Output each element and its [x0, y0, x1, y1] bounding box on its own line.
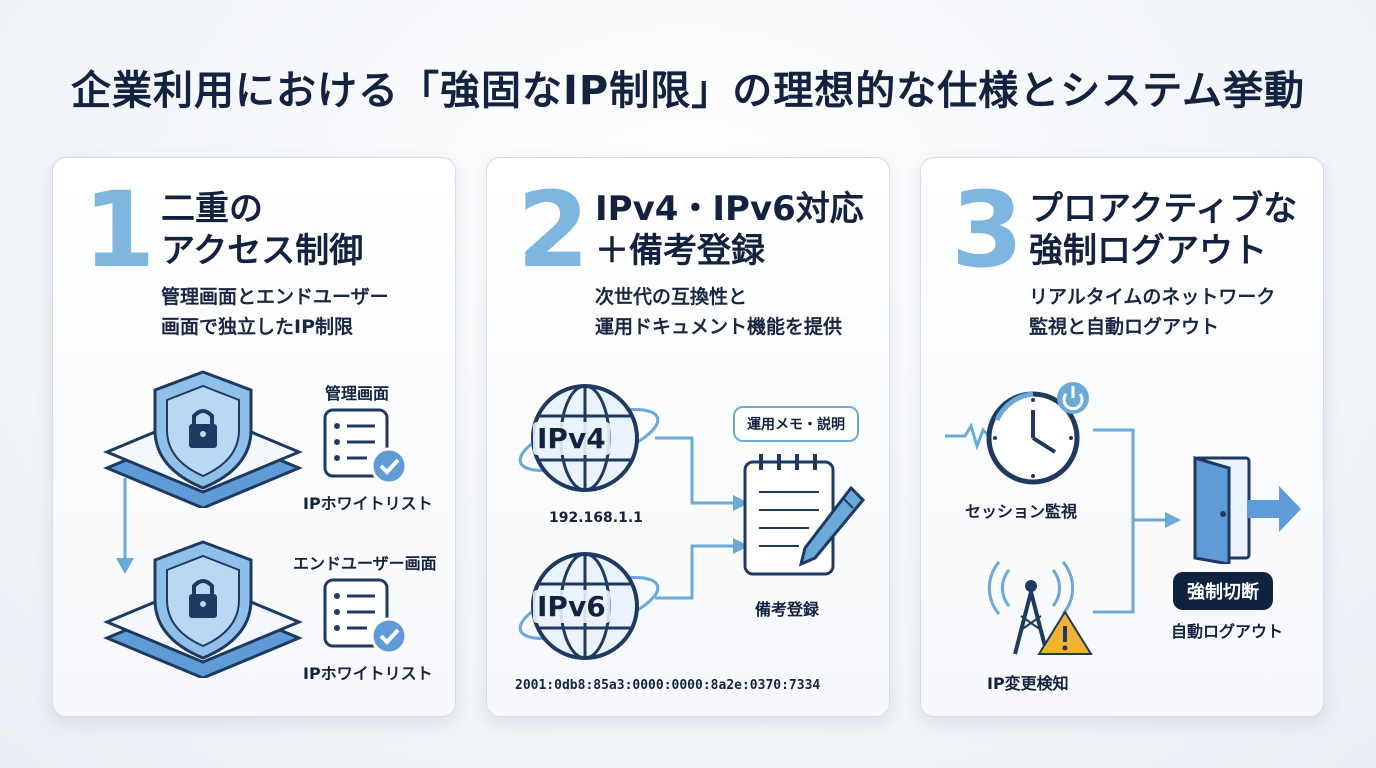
card-description: 次世代の互換性と 運用ドキュメント機能を提供 [595, 282, 842, 342]
card-number: 1 [83, 169, 156, 291]
card-title-line: アクセス制御 [161, 231, 364, 271]
card-desc-line: 監視と自動ログアウト [1029, 316, 1220, 338]
ipv4-label: IPv4 [533, 422, 610, 455]
down-arrow-icon [113, 478, 137, 578]
card-desc-line: 次世代の互換性と [595, 286, 748, 308]
card-title: IPv4・IPv6対応 ＋備考登録 [595, 188, 864, 272]
door-exit-icon [1185, 454, 1305, 564]
clock-power-icon [943, 380, 1103, 490]
ip-change-label: IP変更検知 [987, 674, 1069, 693]
memo-callout: 運用メモ・説明 [733, 406, 859, 442]
enduser-screen-label: エンドユーザー画面 [293, 554, 437, 573]
whitelist-label: IPホワイトリスト [303, 664, 433, 683]
ipv6-address: 2001:0db8:85a3:0000:0000:8a2e:0370:7334 [515, 678, 821, 693]
connector-arrows-icon [487, 158, 889, 716]
card-proactive-force-logout: 3 プロアクティブな 強制ログアウト リアルタイムのネットワーク 監視と自動ログ… [920, 157, 1324, 717]
card-desc-line: 画面で独立したIP制限 [161, 316, 353, 338]
card-description: 管理画面とエンドユーザー 画面で独立したIP制限 [161, 282, 389, 342]
whitelist-check-icon [321, 406, 411, 486]
shield-lock-layers-icon [103, 368, 303, 508]
card-title-line: プロアクティブな [1029, 189, 1298, 229]
card-title-line: 二重の [161, 189, 263, 229]
whitelist-label: IPホワイトリスト [303, 494, 433, 513]
card-title: プロアクティブな 強制ログアウト [1029, 188, 1297, 272]
card-number: 2 [517, 169, 590, 291]
card-title: 二重の アクセス制御 [161, 188, 363, 272]
card-title-line: 強制ログアウト [1029, 231, 1267, 271]
card-desc-line: 運用ドキュメント機能を提供 [595, 316, 843, 338]
card-number: 3 [951, 169, 1024, 291]
antenna-warning-icon [987, 550, 1097, 660]
admin-screen-label: 管理画面 [325, 384, 390, 403]
force-disconnect-badge: 強制切断 [1173, 572, 1273, 610]
card-title-line: ＋備考登録 [595, 231, 765, 271]
page-title: 企業利用における「強固なIP制限」の理想的な仕様とシステム挙動 [71, 68, 1305, 114]
card-description: リアルタイムのネットワーク 監視と自動ログアウト [1029, 282, 1275, 342]
card-title-line: IPv4・IPv6対応 [595, 189, 864, 229]
auto-logout-label: 自動ログアウト [1171, 622, 1284, 641]
notes-label: 備考登録 [755, 600, 820, 619]
whitelist-check-icon [321, 576, 411, 656]
ipv6-label: IPv6 [533, 590, 610, 623]
ipv4-address: 192.168.1.1 [549, 510, 643, 526]
card-desc-line: リアルタイムのネットワーク [1029, 286, 1276, 308]
session-monitor-label: セッション監視 [965, 502, 1078, 521]
notepad-pen-icon [739, 448, 869, 588]
card-desc-line: 管理画面とエンドユーザー [161, 286, 389, 308]
shield-lock-layers-icon [103, 538, 303, 678]
card-dual-access-control: 1 二重の アクセス制御 管理画面とエンドユーザー 画面で独立したIP制限 [52, 157, 456, 717]
card-ipv4-ipv6-notes: 2 IPv4・IPv6対応 ＋備考登録 次世代の互換性と 運用ドキュメント機能を… [486, 157, 890, 717]
connector-arrows-icon [921, 158, 1323, 716]
